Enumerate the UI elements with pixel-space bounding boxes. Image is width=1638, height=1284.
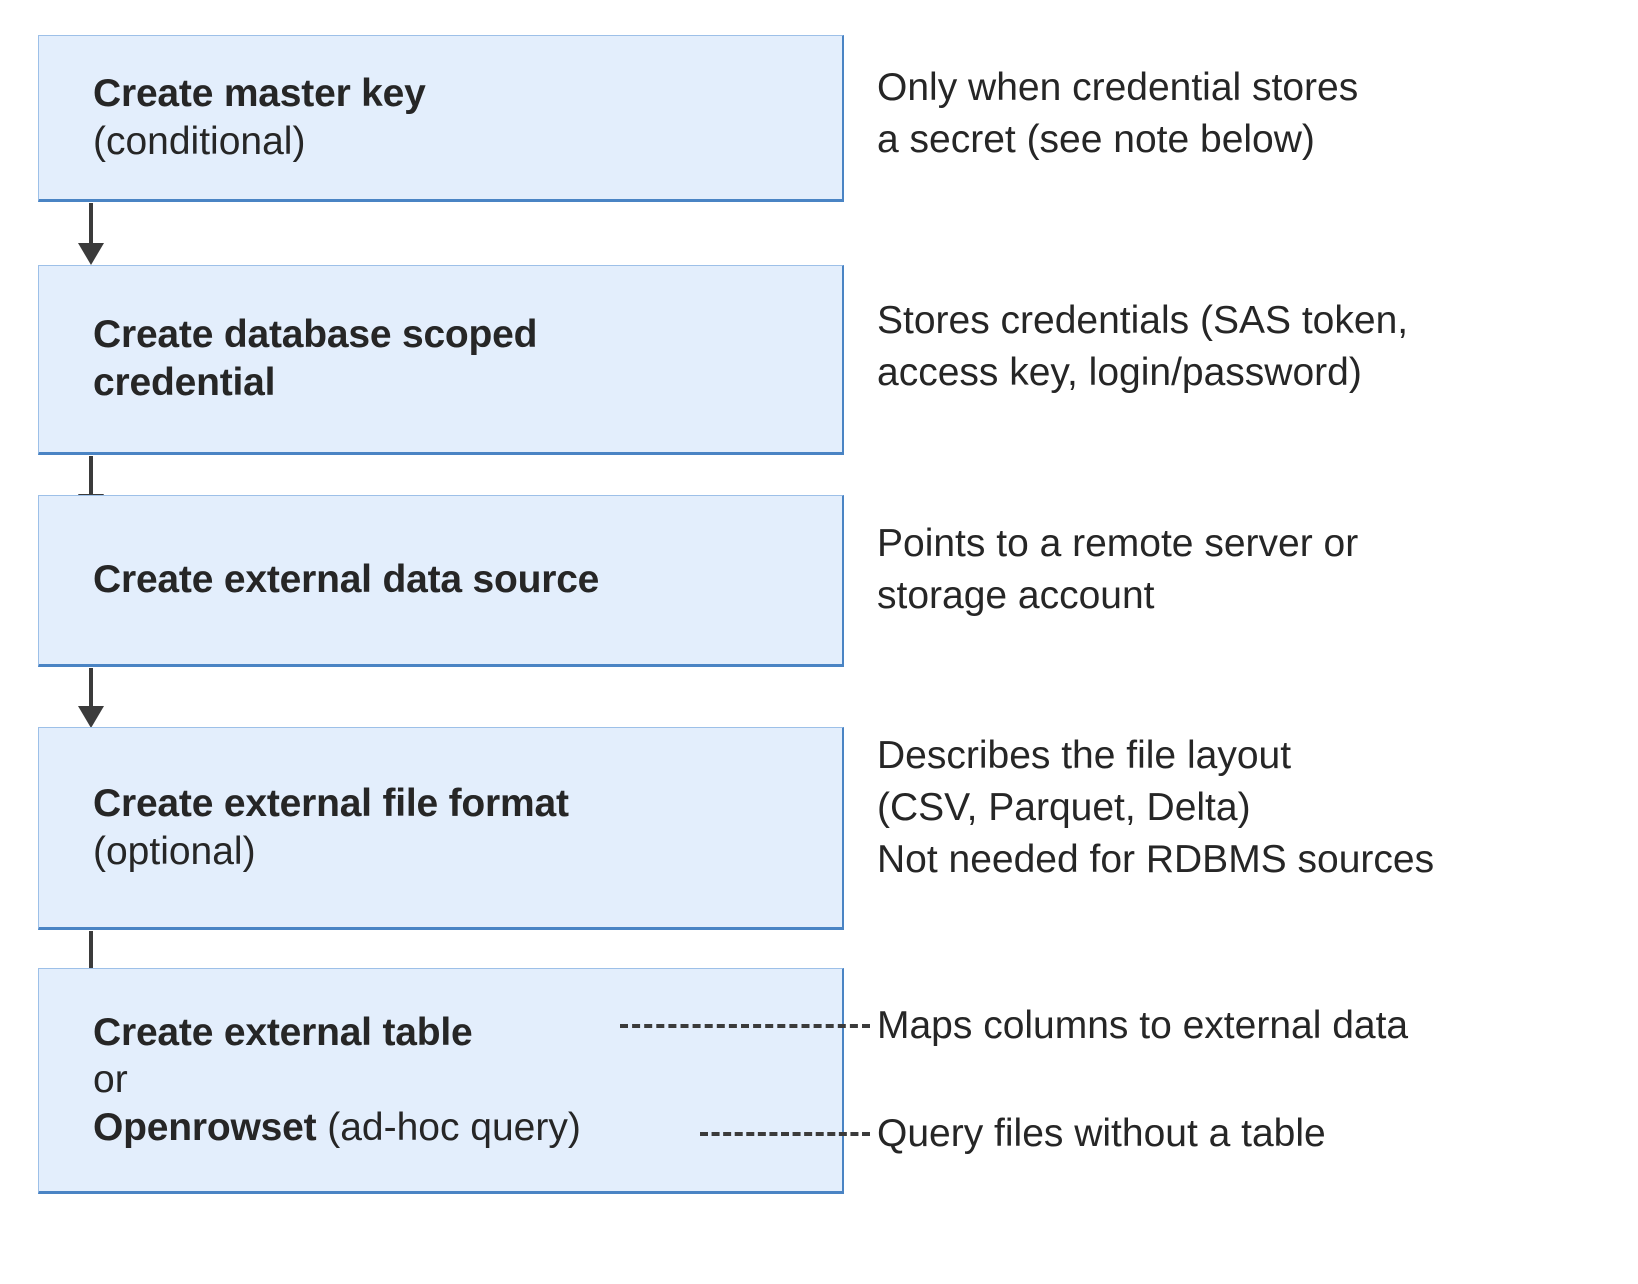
- step-title: Create external data source: [93, 558, 600, 602]
- step-title: Create external table: [93, 1010, 473, 1054]
- step-title: Create external file format: [93, 781, 569, 825]
- step-subtitle: (conditional): [93, 119, 306, 163]
- step-connector-label: or: [93, 1058, 128, 1102]
- dashed-connector-external-table: [620, 1024, 870, 1028]
- step-box-create-external-data-source[interactable]: Create external data source: [38, 495, 844, 667]
- step-description-create-database-scoped-credential: Stores credentials (SAS token, access ke…: [877, 299, 1409, 394]
- step-box-create-external-table-or-openrowset[interactable]: Create external table or Openrowset (ad-…: [38, 968, 844, 1194]
- step-box-create-database-scoped-credential[interactable]: Create database scoped credential: [38, 265, 844, 455]
- openrowset-qualifier: (ad-hoc query): [316, 1105, 581, 1149]
- step-box-create-external-file-format[interactable]: Create external file format (optional): [38, 727, 844, 930]
- openrowset-label: Openrowset: [93, 1105, 317, 1149]
- step-description-create-master-key: Only when credential stores a secret (se…: [877, 66, 1359, 161]
- arrow-down-icon: [78, 203, 104, 265]
- step-title: Create master key: [93, 71, 426, 115]
- step-description-openrowset: Query files without a table: [877, 1112, 1326, 1155]
- step-description-create-external-table: Maps columns to external data: [877, 1004, 1409, 1047]
- dashed-connector-openrowset: [700, 1132, 870, 1136]
- step-title-line2: credential: [93, 361, 276, 404]
- step-title: Create database scoped: [93, 313, 538, 357]
- arrow-down-icon: [78, 668, 104, 728]
- step-subtitle: (optional): [93, 829, 256, 873]
- step-description-create-external-data-source: Points to a remote server or storage acc…: [877, 522, 1359, 617]
- step-box-create-master-key[interactable]: Create master key (conditional): [38, 35, 844, 202]
- step-description-create-external-file-format: Describes the file layout (CSV, Parquet,…: [877, 734, 1435, 881]
- step-title-openrowset: Openrowset (ad-hoc query): [93, 1104, 830, 1152]
